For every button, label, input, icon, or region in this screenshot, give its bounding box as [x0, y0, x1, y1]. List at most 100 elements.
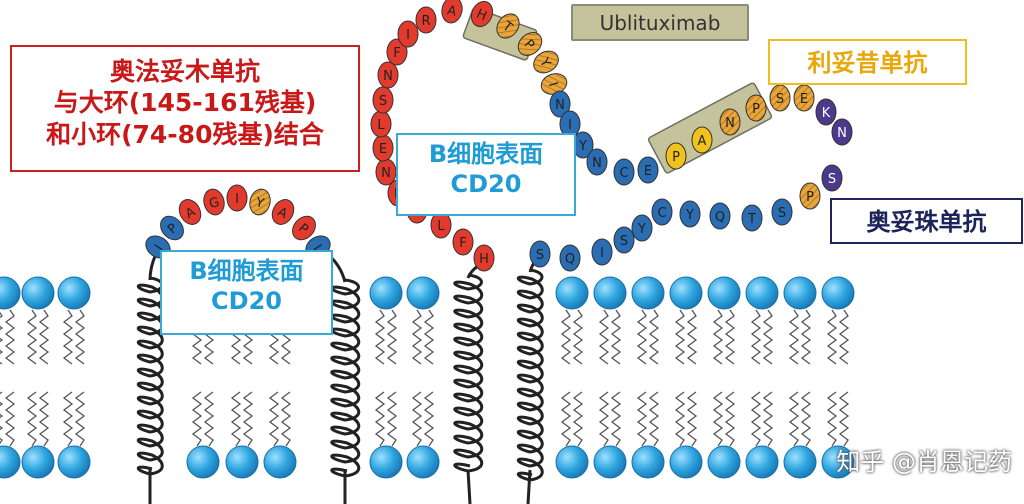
residue-bead: [386, 38, 408, 66]
amino-acid-residue: N: [377, 61, 399, 89]
residue-letter: C: [657, 206, 666, 221]
lipid-tail: [0, 391, 4, 445]
residue-letter: S: [828, 172, 836, 187]
residue-bead: [651, 198, 673, 226]
rituximab-label: 利妥昔单抗: [768, 39, 967, 85]
amino-acid-residue: K: [815, 98, 837, 126]
peptide-backbone: [466, 469, 472, 504]
residue-letter: L: [437, 219, 445, 234]
residue-bead: [271, 199, 295, 225]
residue-letter: N: [555, 98, 565, 113]
lipid-tail: [423, 391, 435, 447]
lipid-tail: [648, 309, 660, 365]
amino-acid-residue: P: [517, 32, 543, 56]
residue-bead: [719, 108, 741, 136]
residue-letter: A: [698, 134, 707, 149]
amino-acid-residue: Q: [709, 202, 731, 230]
residue-letter: Q: [565, 252, 575, 267]
residue-letter: N: [592, 156, 602, 171]
lipid-tail: [203, 391, 215, 447]
lipid-head: [406, 276, 440, 310]
amino-acid-residue: Y: [679, 200, 701, 228]
lipid-tail: [724, 391, 736, 447]
amino-acid-residue: Y: [533, 50, 559, 74]
amino-acid-residue: H: [470, 0, 494, 28]
lipid-tail: [762, 391, 774, 447]
lipid-head: [745, 276, 779, 310]
cd20-left-line-2: CD20: [211, 287, 282, 315]
lipid-tail: [386, 309, 398, 365]
amino-acid-residue: L: [430, 211, 452, 239]
residue-letter: F: [393, 46, 400, 61]
residue-letter: L: [377, 118, 385, 133]
lipid-tail: [826, 391, 838, 447]
residue-letter: I: [152, 242, 167, 254]
lipid-tail: [598, 309, 610, 365]
residue-bead: [613, 226, 635, 254]
lipid-tail: [191, 391, 203, 447]
residue-letter: E: [644, 164, 652, 179]
lipid-head: [406, 445, 440, 479]
lipid-head: [186, 445, 220, 479]
residue-letter: C: [619, 166, 628, 181]
residue-letter: Q: [715, 210, 725, 225]
lipid-tail: [62, 391, 74, 447]
residue-letter: S: [620, 234, 628, 249]
ofatumumab-line-3: 和小环(74-80残基)结合: [46, 119, 324, 149]
lipid-tail: [423, 309, 435, 365]
lipid-head: [669, 445, 703, 479]
lipid-tail: [560, 309, 572, 365]
residue-letter: G: [208, 195, 221, 212]
residue-letter: T: [747, 212, 756, 227]
cd20-label-left: B细胞表面 CD20: [160, 250, 333, 335]
peptide-chains: IPAGIYAPIHFLKENELSNFIRAHTPYINIYNCEPANPSE…: [145, 0, 853, 272]
lipid-tail: [762, 309, 774, 365]
amino-acid-residue: A: [441, 0, 463, 24]
lipid-head: [707, 276, 741, 310]
transmembrane-helix: [516, 268, 544, 482]
lipid-head: [57, 276, 91, 310]
transmembrane-helix: [453, 273, 484, 473]
residue-bead: [249, 188, 271, 216]
residue-letter: S: [776, 92, 784, 107]
amino-acid-residue: S: [821, 164, 843, 192]
residue-bead: [745, 94, 767, 122]
lipid-head: [0, 276, 21, 310]
amino-acid-residue: P: [292, 215, 316, 241]
peptide-backbone: [526, 469, 532, 504]
cd20-center-line-1: B细胞表面: [428, 140, 544, 168]
amino-acid-residue: N: [586, 148, 608, 176]
lipid-head: [369, 445, 403, 479]
lipid-tail: [0, 311, 4, 365]
residue-bead: [665, 142, 687, 170]
residue-bead: [769, 84, 791, 112]
residue-bead: [292, 215, 316, 241]
lipid-tail: [268, 391, 280, 447]
watermark-text: 知乎 @肖恩记药: [836, 448, 1012, 476]
residue-letter: S: [379, 94, 387, 109]
residue-letter: Y: [685, 208, 694, 223]
lipid-tail: [386, 391, 398, 447]
lipid-tail: [560, 391, 572, 447]
amino-acid-residue: P: [665, 142, 687, 170]
amino-acid-residue: R: [415, 6, 437, 34]
residue-bead: [549, 90, 571, 118]
residue-bead: [372, 86, 394, 114]
amino-acid-residue: F: [386, 38, 408, 66]
residue-bead: [160, 215, 184, 241]
lipid-head: [669, 276, 703, 310]
lipid-head: [745, 445, 779, 479]
lipid-head: [783, 445, 817, 479]
lipid-tail: [800, 391, 812, 447]
residue-bead: [415, 6, 437, 34]
residue-letter: E: [379, 142, 387, 157]
lipid-head: [821, 276, 855, 310]
amino-acid-residue: P: [160, 215, 184, 241]
residue-letter: N: [381, 166, 391, 181]
lipid-head: [57, 445, 91, 479]
amino-acid-residue: N: [719, 108, 741, 136]
residue-bead: [203, 188, 225, 216]
ofatumumab-label: 奥法妥木单抗 与大环(145-161残基) 和小环(74-80残基)结合: [10, 45, 360, 172]
ublituximab-label: Ublituximab: [571, 4, 749, 41]
